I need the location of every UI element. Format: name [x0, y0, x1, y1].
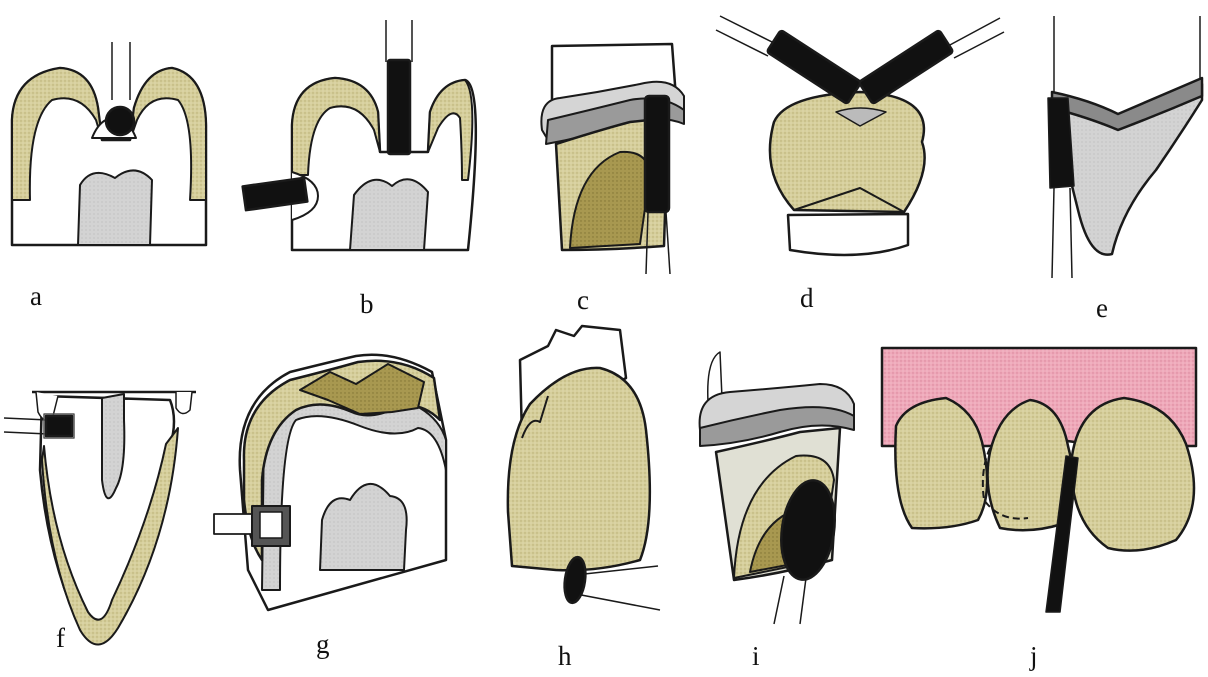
label-i: i — [752, 643, 760, 670]
label-b: b — [360, 291, 374, 318]
panel-e-lingual-prep — [1048, 16, 1202, 278]
panel-j-interproximal-strip — [882, 348, 1196, 612]
label-e: e — [1096, 295, 1108, 322]
label-a: a — [30, 283, 42, 310]
panel-i-crown-prep-wheel — [700, 352, 854, 624]
panel-c-crown-prep — [541, 44, 684, 274]
panel-h-incisor-chamfer — [508, 326, 660, 610]
label-d: d — [800, 285, 814, 312]
panel-g-molar-section — [214, 355, 446, 610]
label-c: c — [577, 287, 589, 314]
label-f: f — [56, 625, 65, 652]
label-h: h — [558, 643, 572, 670]
label-j: j — [1030, 643, 1038, 670]
panel-a-cavity-round-bur — [12, 42, 206, 245]
panel-d-proximal-slice — [716, 16, 1004, 255]
label-g: g — [316, 631, 330, 658]
panel-b-cavity-cylinder-burs — [243, 20, 476, 250]
panel-f-root-section — [4, 392, 196, 645]
